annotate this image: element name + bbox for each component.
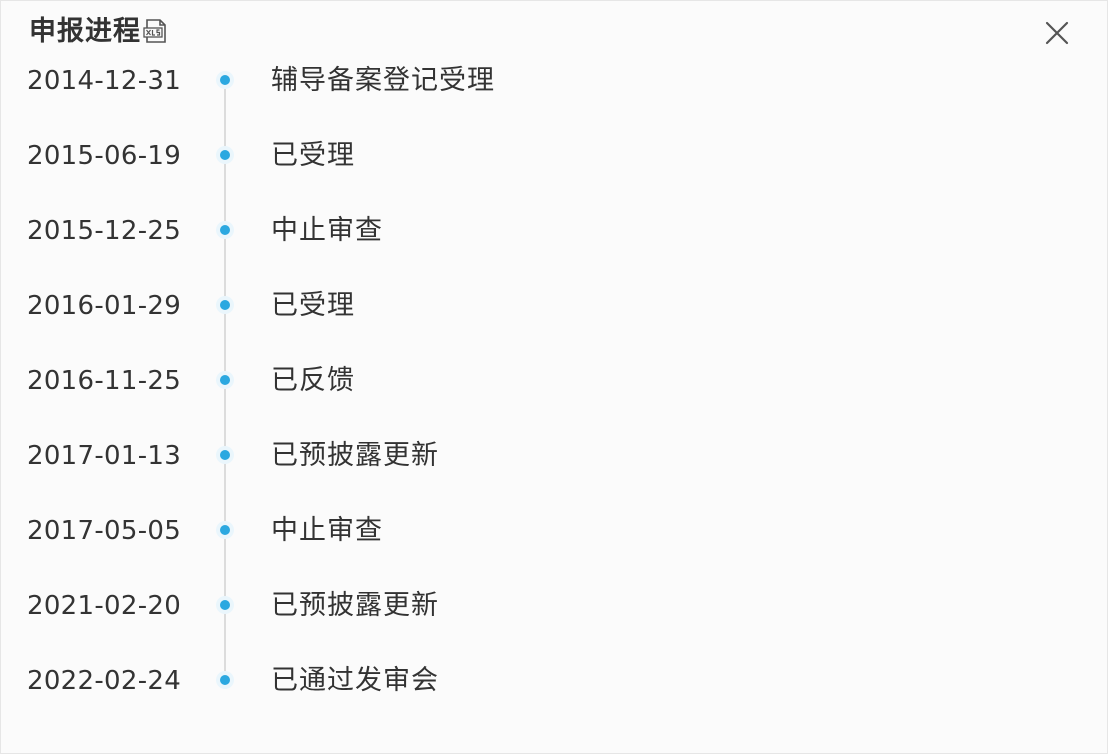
- timeline-date: 2015-06-19: [27, 141, 182, 171]
- timeline-item: 2016-11-25 已反馈: [1, 361, 1001, 401]
- timeline-date: 2016-11-25: [27, 366, 182, 396]
- timeline-date: 2021-02-20: [27, 591, 182, 621]
- timeline-date: 2014-12-31: [27, 66, 182, 96]
- timeline-date: 2015-12-25: [27, 216, 182, 246]
- timeline-item: 2015-12-25 中止审查: [1, 211, 1001, 251]
- timeline-dot-icon: [216, 71, 234, 89]
- timeline-status: 已预披露更新: [271, 440, 439, 471]
- timeline-item: 2021-02-20 已预披露更新: [1, 586, 1001, 626]
- dialog-header: 申报进程: [29, 9, 169, 48]
- timeline-item: 2014-12-31 辅导备案登记受理: [1, 61, 1001, 101]
- timeline-status: 中止审查: [271, 515, 383, 546]
- dialog-title: 申报进程: [29, 16, 141, 47]
- timeline-date: 2022-02-24: [27, 666, 182, 696]
- timeline-dot-icon: [216, 296, 234, 314]
- close-button[interactable]: [1041, 17, 1073, 49]
- timeline-item: 2017-01-13 已预披露更新: [1, 436, 1001, 476]
- timeline-dot-icon: [216, 596, 234, 614]
- timeline-item: 2015-06-19 已受理: [1, 136, 1001, 176]
- timeline-date: 2016-01-29: [27, 291, 182, 321]
- timeline-dot-icon: [216, 671, 234, 689]
- close-icon: [1045, 21, 1069, 45]
- timeline-date: 2017-05-05: [27, 516, 182, 546]
- timeline-item: 2017-05-05 中止审查: [1, 511, 1001, 551]
- timeline-status: 已反馈: [271, 365, 355, 396]
- timeline-dot-icon: [216, 446, 234, 464]
- timeline-dot-icon: [216, 371, 234, 389]
- timeline-item: 2016-01-29 已受理: [1, 286, 1001, 326]
- timeline-item: 2022-02-24 已通过发审会: [1, 661, 1001, 701]
- timeline-dot-icon: [216, 221, 234, 239]
- timeline-status: 中止审查: [271, 215, 383, 246]
- timeline-status: 已受理: [271, 290, 355, 321]
- timeline-dot-icon: [216, 146, 234, 164]
- timeline-dot-icon: [216, 521, 234, 539]
- excel-export-icon[interactable]: [143, 18, 169, 44]
- timeline-status: 已受理: [271, 140, 355, 171]
- timeline-date: 2017-01-13: [27, 441, 182, 471]
- timeline-status: 辅导备案登记受理: [271, 65, 495, 96]
- timeline-status: 已预披露更新: [271, 590, 439, 621]
- timeline-status: 已通过发审会: [271, 665, 439, 696]
